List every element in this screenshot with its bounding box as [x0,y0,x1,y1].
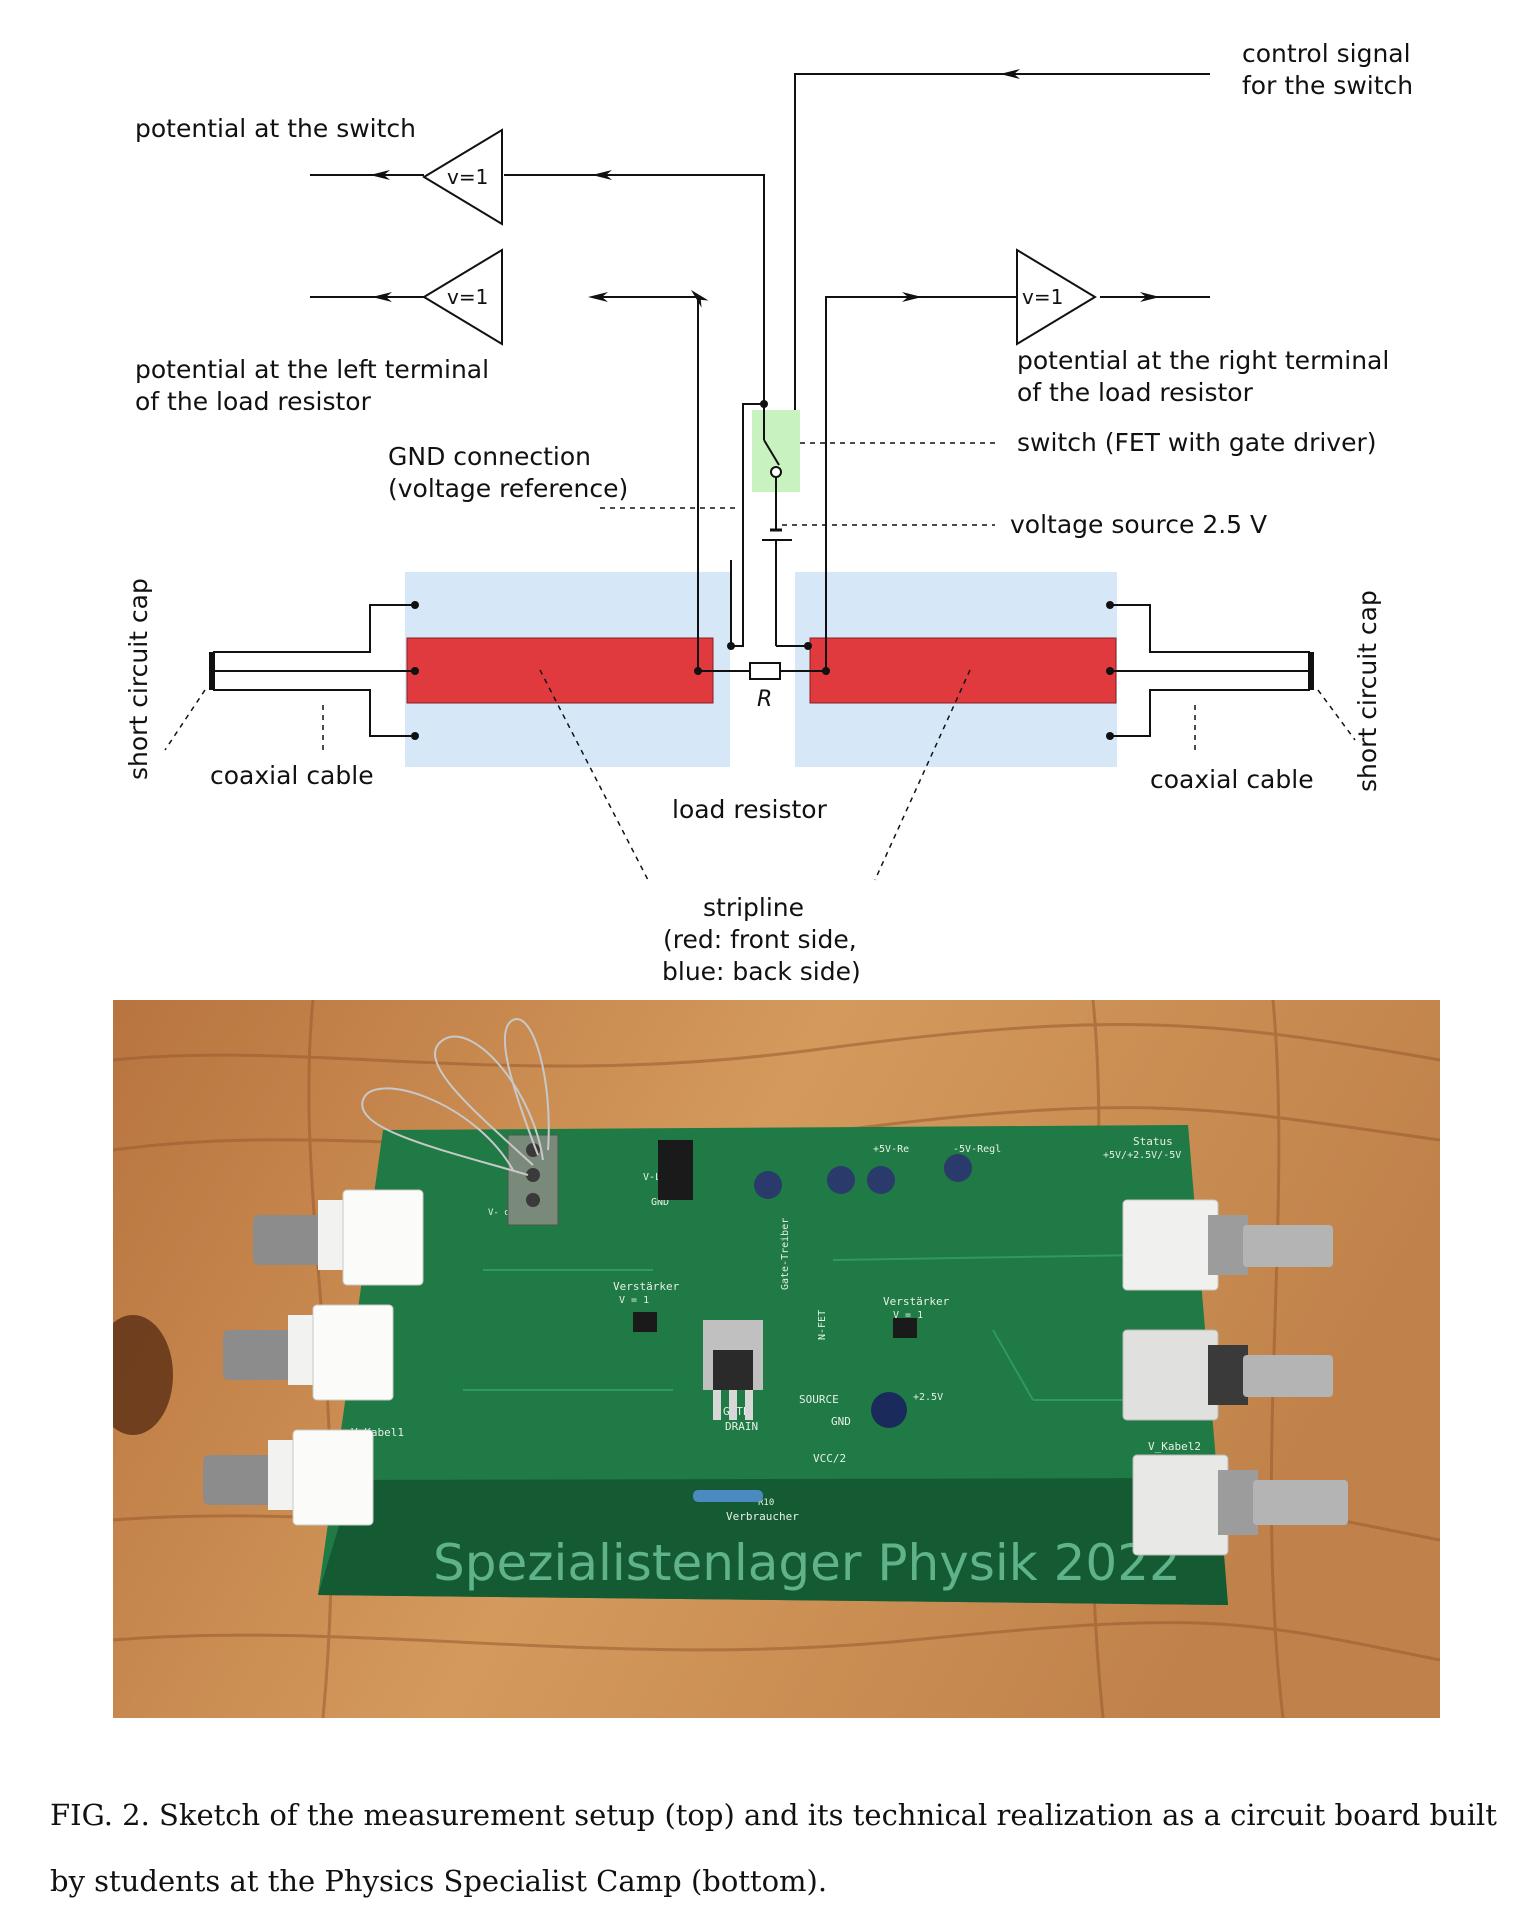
short-circuit-cap-right [1308,652,1314,690]
coaxial-cable-right [1110,604,1310,737]
twisted-wires [361,1018,550,1176]
pcb-vcc: VCC/2 [813,1452,846,1465]
stripline-front-right [809,637,1117,704]
pcb-drain: DRAIN [725,1420,758,1433]
bnc-connectors-right [1122,1199,1348,1556]
switch-probe-wire [310,170,765,647]
potential-left-label-2: of the load resistor [135,387,372,416]
short-circuit-cap-label-right: short circuit cap [1353,590,1382,792]
pcb-nfet: N-FET [817,1310,828,1340]
pcb-traces [463,1254,1144,1401]
potential-right-label-1: potential at the right terminal [1017,346,1389,375]
resistor-symbol-label: R [757,687,772,712]
figure-caption: FIG. 2. Sketch of the measurement setup … [50,1782,1500,1914]
circuit-board-photo: Spezialistenlager Physik 2022 Verstärker… [113,1000,1440,1718]
pcb-stripline-band [318,1478,1228,1605]
short-circuit-cap-label-left: short circuit cap [124,578,153,780]
pcb-minus5: -5V-Regl [953,1144,1001,1155]
coaxial-cable-label-right: coaxial cable [1150,765,1314,794]
pcb-plus25: +2.5V [913,1392,943,1403]
figure: R [113,39,1440,1718]
dashed-leaders [164,442,1356,881]
caption-line-2: by students at the Physics Specialist Ca… [50,1864,828,1898]
buffer-right-gain: v=1 [1022,285,1063,309]
pcb-r10: R10 [758,1498,774,1508]
stripline-label-1: stripline [703,893,804,922]
buffer-switch-gain: v=1 [447,165,488,189]
buffer-right: v=1 [1016,248,1097,346]
pcb-v1-left: V = 1 [619,1295,649,1306]
switch-label: switch (FET with gate driver) [1017,428,1377,457]
voltage-source-symbol [730,520,808,647]
pcb-plus5: +5V-Re [873,1144,909,1155]
coaxial-cable-left [213,604,415,737]
stripline-label-3: blue: back side) [662,957,861,986]
short-circuit-cap-left [209,652,215,690]
coaxial-cable-label-left: coaxial cable [210,761,374,790]
bnc-connectors-left [203,1189,424,1526]
pcb-gate-treiber: Gate-Treiber [780,1218,791,1290]
buffer-left: v=1 [422,248,503,346]
pcb-v1-right: V = 1 [893,1310,923,1321]
pcb-title: Spezialistenlager Physik 2022 [433,1534,1181,1592]
pcb-verstaerker-left: Verstärker [613,1280,680,1293]
pcb-status2: +5V/+2.5V/-5V [1103,1150,1181,1161]
circuit-diagram: R [124,39,1413,986]
left-probe-wire [310,289,709,671]
stripline-front-left [406,637,714,704]
pcb-source: SOURCE [799,1393,839,1406]
pcb-verstaerker-right: Verstärker [883,1295,950,1308]
buffer-switch: v=1 [422,128,503,226]
control-signal-wire [794,69,1210,415]
voltage-source-label: voltage source 2.5 V [1010,510,1267,539]
switch-symbol [763,404,782,520]
pcb-verbraucher: Verbraucher [726,1510,799,1523]
stripline-label-2: (red: front side, [663,925,857,954]
potential-right-label-2: of the load resistor [1017,378,1254,407]
load-resistor-label: load resistor [672,795,828,824]
right-probe-wire [825,292,1210,671]
pcb-gnd2: GND [651,1197,669,1208]
control-signal-label-2: for the switch [1242,71,1413,100]
buffer-left-gain: v=1 [447,285,488,309]
caption-line-1: FIG. 2. Sketch of the measurement setup … [50,1798,1497,1832]
photo-svg: Spezialistenlager Physik 2022 Verstärker… [113,1000,1440,1718]
potential-left-label-1: potential at the left terminal [135,355,489,384]
load-resistor-symbol [698,662,826,680]
pcb-vkabel2: V_Kabel2 [1148,1440,1201,1453]
pcb-gnd: GND [831,1415,851,1428]
terminal-dots [411,400,1114,740]
pcb-status: Status [1133,1135,1173,1148]
gnd-connection-label-1: GND connection [388,442,591,471]
gnd-connection-label-2: (voltage reference) [388,474,628,503]
wood-knot [113,1315,173,1435]
potential-switch-label: potential at the switch [135,114,416,143]
control-signal-label-1: control signal [1242,39,1411,68]
